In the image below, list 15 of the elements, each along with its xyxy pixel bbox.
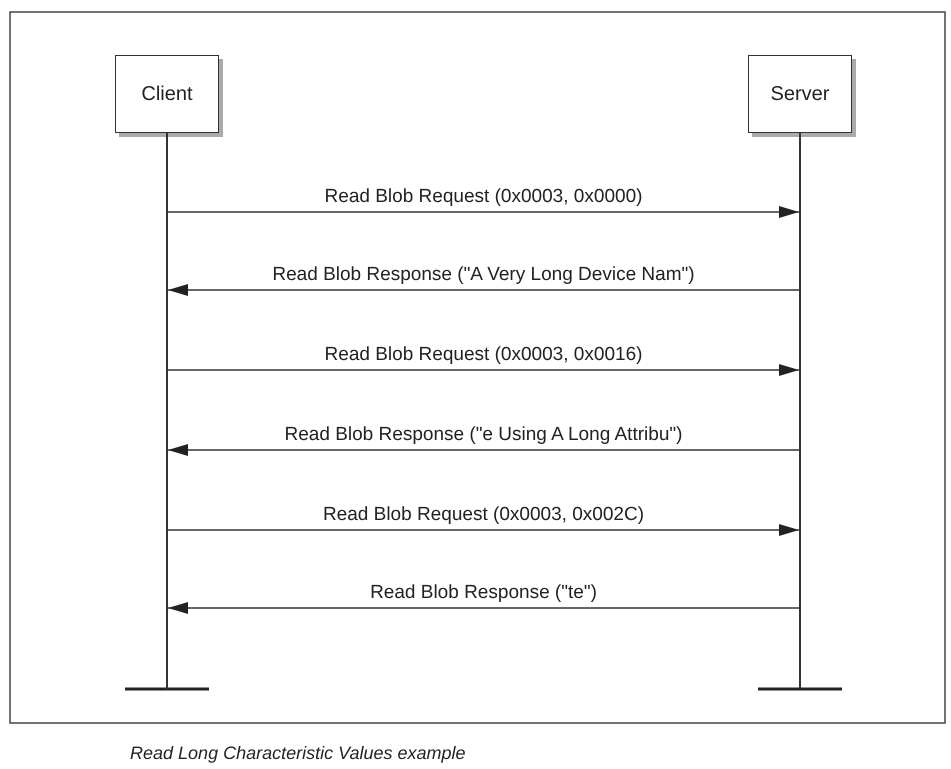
- message-label: Read Blob Response ("te"): [370, 582, 597, 604]
- message-arrow: [168, 602, 799, 614]
- message-label: Read Blob Request (0x0003, 0x0016): [324, 344, 642, 366]
- message-label: Read Blob Response ("e Using A Long Attribu"): [284, 424, 682, 446]
- message-label: Read Blob Request (0x0003, 0x002C): [322, 504, 644, 526]
- message-arrow: [168, 524, 799, 536]
- message-arrow: [168, 284, 799, 296]
- message-label: Read Blob Response ("A Very Long Device Nam"): [272, 264, 695, 286]
- message-arrow: [168, 206, 799, 218]
- lifeline: [166, 133, 168, 689]
- message-arrow: [168, 444, 799, 456]
- message-label: Read Blob Request (0x0003, 0x0000): [324, 186, 642, 208]
- message-arrow: [168, 364, 799, 376]
- figure-caption: Read Long Characteristic Values example: [130, 743, 466, 764]
- lifeline: [799, 133, 801, 689]
